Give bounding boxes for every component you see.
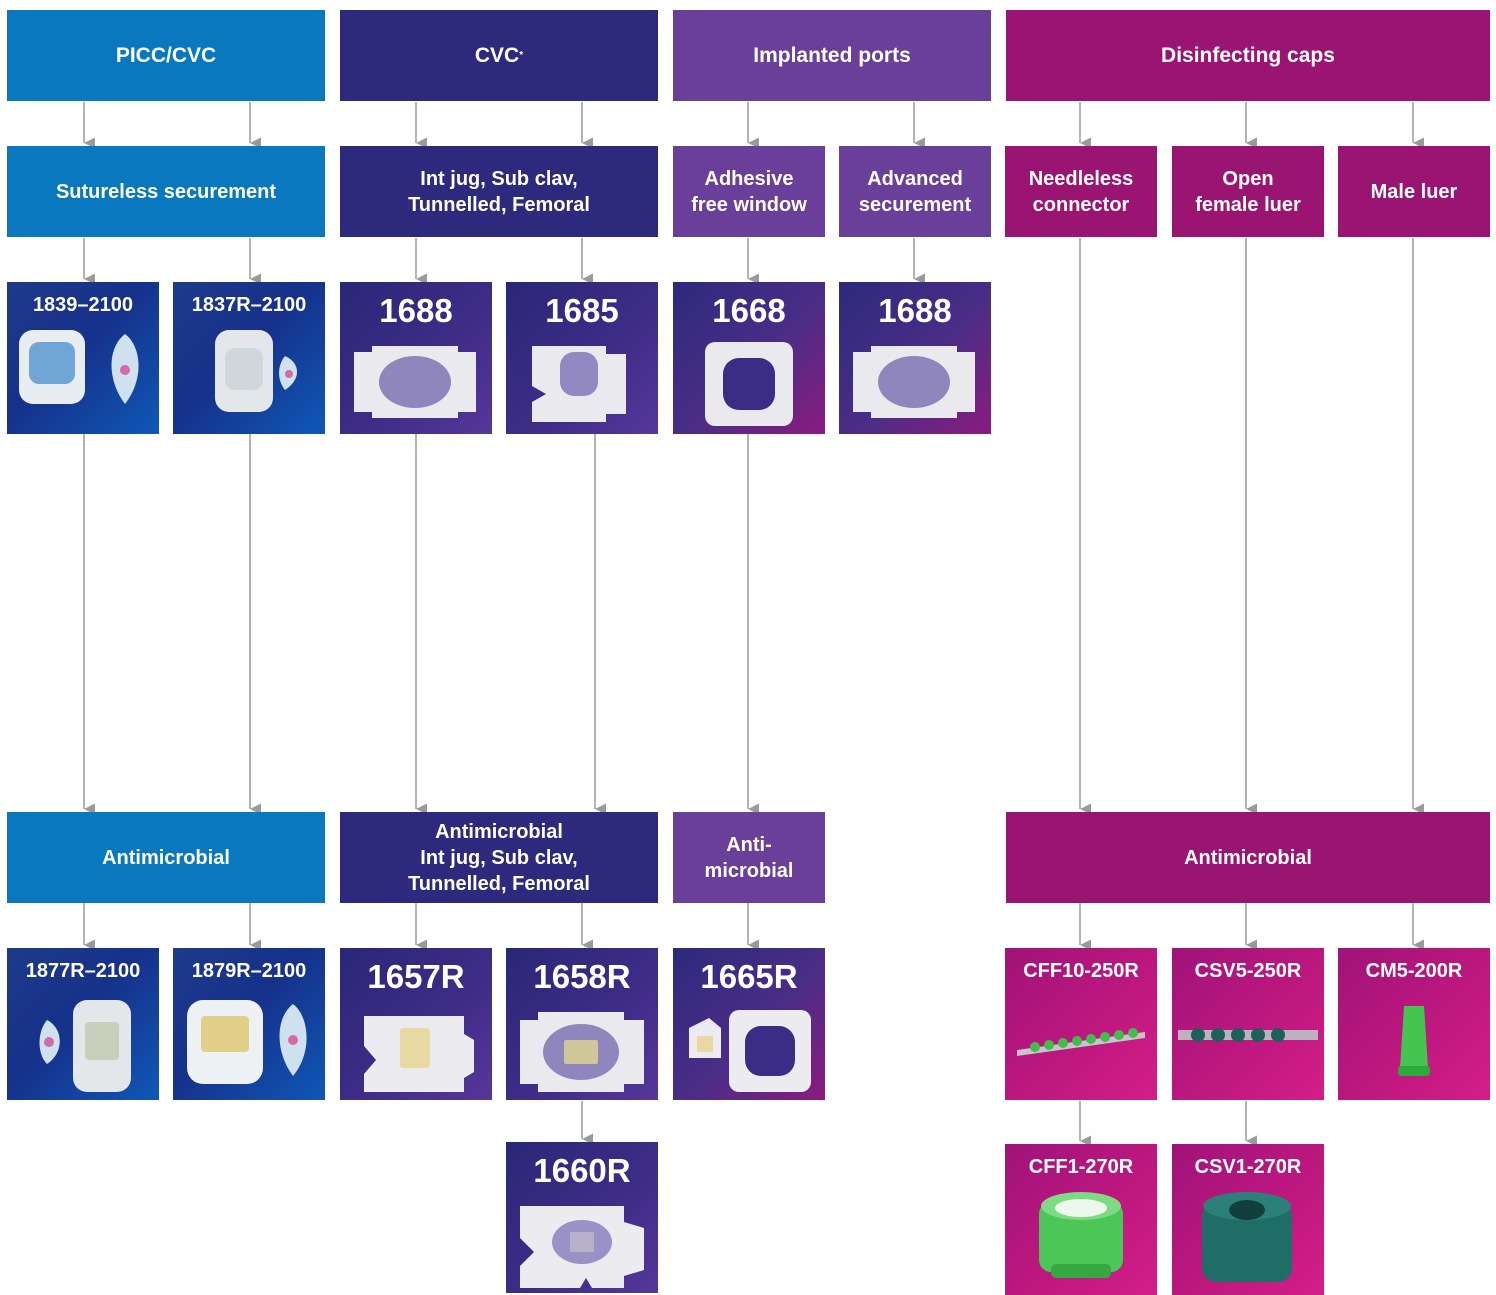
dressing-image — [364, 1016, 474, 1092]
product-code: 1688 — [878, 292, 952, 329]
product-code: 1658R — [533, 958, 631, 995]
product-code: CSV1-270R — [1194, 1156, 1302, 1178]
product-code: 1665R — [700, 958, 798, 995]
product-code: 1877R–2100 — [25, 960, 141, 982]
subcategory-advanced-securement: Advanced securement — [839, 146, 991, 237]
header-disinfecting-caps: Disinfecting caps — [1006, 10, 1490, 101]
antimicrobial-label: Antimicrobial — [102, 846, 230, 869]
subcategory-label: Int jug, Sub clav, Tunnelled, Femoral — [408, 167, 590, 216]
header-caps-label: Disinfecting caps — [1161, 43, 1335, 67]
antimicrobial-label: Antimicrobial — [1184, 846, 1312, 869]
product-code: 1879R–2100 — [191, 960, 307, 982]
product-tile-1837r: 1837R–2100 — [173, 282, 325, 434]
product-tile-1665r: 1665R — [673, 948, 825, 1100]
dressing-image — [215, 330, 298, 412]
antimicrobial-caps: Antimicrobial — [1006, 812, 1490, 903]
product-tile-cff1: CFF1-270R — [1005, 1144, 1157, 1295]
cap-image — [1039, 1192, 1123, 1278]
dressing-image — [187, 1000, 307, 1084]
subcategory-open-female-luer: Open female luer — [1172, 146, 1324, 237]
product-tile-csv5: CSV5-250R — [1172, 948, 1324, 1100]
product-tile-1657r: 1657R — [340, 948, 492, 1100]
subcategory-male-luer: Male luer — [1338, 146, 1490, 237]
product-tile-1688-cvc: 1688 — [340, 282, 492, 434]
dressing-image — [705, 342, 793, 426]
dressing-image — [689, 1010, 811, 1092]
antimicrobial-ports: Anti- microbial — [673, 812, 825, 903]
product-tile-1685: 1685 — [506, 282, 658, 434]
dressing-image — [39, 1000, 131, 1092]
product-tile-cm5: CM5-200R — [1338, 948, 1490, 1100]
dressing-image — [354, 346, 476, 418]
product-code: 1688 — [379, 292, 453, 329]
product-tile-1660r: 1660R — [506, 1142, 658, 1293]
dressing-image — [853, 346, 975, 418]
product-code: CFF1-270R — [1028, 1156, 1134, 1178]
product-code: 1837R–2100 — [191, 294, 307, 316]
subcategory-needleless-connector: Needleless connector — [1005, 146, 1157, 237]
product-code: CFF10-250R — [1023, 960, 1139, 982]
antimicrobial-label: Antimicrobial Int jug, Sub clav, Tunnell… — [408, 820, 590, 895]
product-code: 1657R — [367, 958, 465, 995]
product-tile-cff10: CFF10-250R — [1005, 948, 1157, 1100]
cap-strip-image — [1017, 1028, 1145, 1056]
dressing-image — [19, 330, 139, 404]
cap-image — [1398, 1006, 1430, 1076]
product-tile-1877r: 1877R–2100 — [7, 948, 159, 1100]
subcategory-label: Adhesive free window — [691, 167, 807, 216]
product-tile-1688-ports: 1688 — [839, 282, 991, 434]
header-picc-label: PICC/CVC — [115, 43, 217, 67]
header-picc-cvc: PICC/CVC — [7, 10, 325, 101]
product-code: 1685 — [545, 292, 619, 329]
product-tile-1879r: 1879R–2100 — [173, 948, 325, 1100]
header-cvc-label: CVC — [474, 43, 520, 67]
dressing-image — [520, 1206, 644, 1288]
subcategory-label: Sutureless securement — [55, 180, 277, 203]
dressing-image — [520, 1012, 644, 1092]
cap-strip-image — [1178, 1028, 1318, 1042]
dressing-image — [532, 346, 626, 422]
header-cvc-footnote-mark: * — [519, 50, 524, 61]
antimicrobial-picc: Antimicrobial — [7, 812, 325, 903]
product-code: 1839–2100 — [32, 294, 134, 316]
antimicrobial-label: Anti- microbial — [704, 833, 794, 882]
product-tile-1839: 1839–2100 — [7, 282, 159, 434]
subcategory-label: Open female luer — [1195, 167, 1301, 216]
product-tile-1658r: 1658R — [506, 948, 658, 1100]
cap-image — [1202, 1192, 1292, 1282]
product-code: CM5-200R — [1365, 960, 1463, 982]
subcategory-cvc-sites: Int jug, Sub clav, Tunnelled, Femoral — [340, 146, 658, 237]
subcategory-label: Male luer — [1370, 180, 1458, 203]
header-cvc: CVC* — [340, 10, 658, 101]
subcategory-adhesive-free-window: Adhesive free window — [673, 146, 825, 237]
subcategory-sutureless-securement: Sutureless securement — [7, 146, 325, 237]
header-ports-label: Implanted ports — [753, 43, 911, 67]
subcategory-label: Advanced securement — [858, 167, 972, 216]
subcategory-label: Needleless connector — [1028, 167, 1134, 216]
product-code: 1660R — [533, 1152, 631, 1189]
header-implanted-ports: Implanted ports — [673, 10, 991, 101]
antimicrobial-cvc: Antimicrobial Int jug, Sub clav, Tunnell… — [340, 812, 658, 903]
product-tile-1668: 1668 — [673, 282, 825, 434]
product-tile-csv1: CSV1-270R — [1172, 1144, 1324, 1295]
product-code: 1668 — [712, 292, 786, 329]
product-code: CSV5-250R — [1194, 960, 1302, 982]
